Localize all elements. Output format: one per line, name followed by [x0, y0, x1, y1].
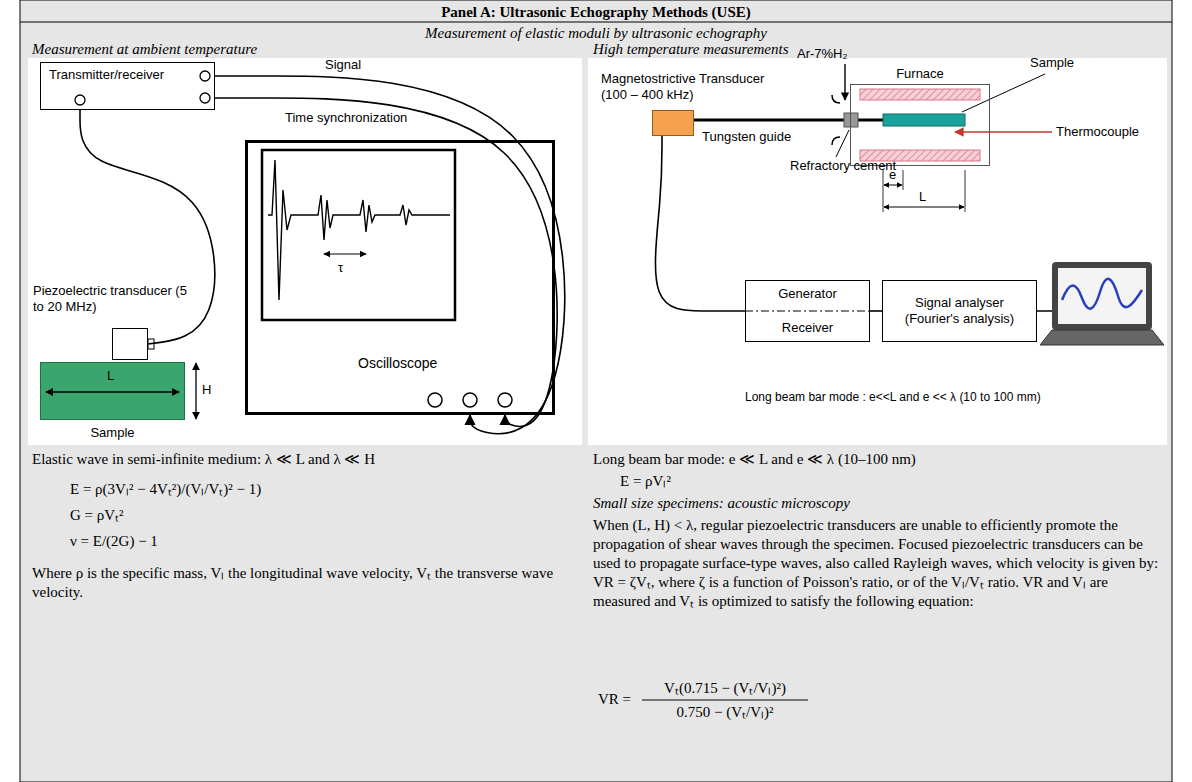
scope-knob — [428, 393, 442, 407]
input-jack — [75, 95, 85, 105]
body-text: Elastic wave in semi-infinite medium: λ … — [32, 450, 577, 469]
dimension-tick — [903, 170, 904, 190]
furnace-box: Furnace — [850, 84, 990, 166]
header-rule — [20, 22, 1172, 23]
cable — [870, 310, 882, 312]
laptop-screen — [1058, 268, 1146, 324]
laptop-keyboard — [1040, 330, 1164, 345]
body-text: High temperature measurements — [593, 40, 993, 59]
body-text: Where ρ is the specific mass, Vₗ the lon… — [32, 564, 572, 602]
diagram-label: Long beam bar mode : e<<L and e << λ (10… — [745, 390, 1041, 404]
diagram-label: Refractory cement — [790, 158, 870, 174]
dimension-arrow — [884, 207, 964, 208]
panel-title: Panel A: Ultrasonic Echography Methods (… — [20, 3, 1172, 21]
body-text: Long beam bar mode: e ≪ L and e ≪ λ (10–… — [593, 450, 1163, 469]
body-text: Measurement at ambient temperature — [32, 40, 432, 59]
diagram-label: τ — [338, 260, 343, 276]
scope-knob — [463, 393, 477, 407]
diagram-label: Sample — [1030, 55, 1074, 71]
length-arrow — [46, 391, 179, 392]
node-text: Sample — [41, 425, 184, 441]
body-text: Vₜ(0.715 − (Vₜ/Vₗ)²) — [640, 679, 810, 698]
output-jack — [200, 93, 210, 103]
cable — [655, 136, 745, 311]
heating-element — [860, 150, 980, 161]
oscilloscope-screen — [262, 150, 455, 320]
echo-trace — [268, 160, 450, 300]
body-text: G = ρVₜ² — [70, 506, 124, 525]
scope-knob — [498, 393, 512, 407]
panel-ground — [20, 0, 1172, 782]
body-text: E = ρ(3Vₗ² − 4Vₜ²)/(Vₗ/Vₜ)² − 1) — [70, 480, 261, 499]
body-text: Small size specimens: acoustic microscop… — [593, 494, 1163, 513]
body-text: Measurement of elastic moduli by ultraso… — [296, 24, 896, 43]
refractory-cement — [844, 113, 858, 127]
body-text: When (L, H) < λ, regular piezoelectric t… — [593, 516, 1165, 611]
wire-label: Signal — [325, 57, 361, 73]
diagram-label: L — [919, 189, 926, 205]
node-text: Signal analyser (Fourier's analysis) — [887, 295, 1032, 326]
node-text: Generator — [778, 286, 837, 302]
wire-label: Time synchronization — [285, 110, 407, 126]
body-text: ν = E/(2G) − 1 — [70, 532, 158, 551]
instrument-box: GeneratorReceiver — [745, 280, 870, 342]
thermocouple-wire — [955, 131, 1052, 133]
spectrum-trace — [1062, 279, 1142, 309]
sample-block — [40, 362, 185, 420]
diagram-label: Thermocouple — [1056, 124, 1139, 140]
leader-line — [836, 130, 849, 157]
transducer-box: Magnetostrictive Transducer (100 – 400 k… — [652, 110, 694, 136]
oscilloscope-box: Oscilloscope — [245, 140, 555, 415]
laptop-screen-frame — [1052, 262, 1152, 330]
dimension-arrow — [884, 185, 902, 186]
furnace-ground — [850, 84, 990, 166]
figure-ground — [28, 58, 582, 445]
cable — [80, 110, 215, 344]
body-text: E = ρVₗ² — [620, 472, 671, 491]
diagram-label: Ar-7%H₂ — [797, 46, 848, 62]
heating-element — [860, 89, 980, 100]
signal-wire — [215, 76, 565, 434]
node-text: Receiver — [782, 320, 833, 336]
dash-dot-divider — [745, 310, 870, 311]
delay-arrow — [324, 253, 366, 254]
dimension-tick — [883, 170, 884, 212]
sample-bar — [883, 114, 965, 126]
instrument-box: Transmitter/receiver — [40, 62, 215, 110]
gas-arrow — [844, 64, 845, 100]
figure-ground — [588, 58, 1167, 445]
node-text: Magnetostrictive Transducer (100 – 400 k… — [601, 71, 769, 102]
transducer-box: Piezoelectric transducer (5 to 20 MHz) — [112, 328, 148, 360]
node-text: Furnace — [851, 66, 989, 82]
diagram-label: Tungsten guide — [702, 129, 791, 145]
body-text: VR = — [598, 690, 631, 709]
node-text: Oscilloscope — [358, 355, 437, 372]
node-text: Piezoelectric transducer (5 to 20 MHz) — [33, 283, 188, 314]
gas-inlet — [832, 95, 840, 145]
fraction-bar — [642, 700, 808, 701]
body-text: 0.750 − (Vₜ/Vₗ)² — [640, 703, 810, 722]
signal-wire — [215, 98, 557, 426]
height-arrow — [195, 363, 196, 419]
output-jack — [200, 71, 210, 81]
diagram-label: L — [107, 368, 114, 384]
node-text: Transmitter/receiver — [41, 63, 214, 87]
instrument-box: Signal analyser (Fourier's analysis) — [882, 280, 1037, 342]
diagram-label: H — [202, 382, 211, 398]
diagram-label: e — [889, 167, 896, 183]
data-cable — [1037, 310, 1052, 312]
leader-line — [962, 74, 1045, 112]
dimension-tick — [965, 170, 966, 212]
